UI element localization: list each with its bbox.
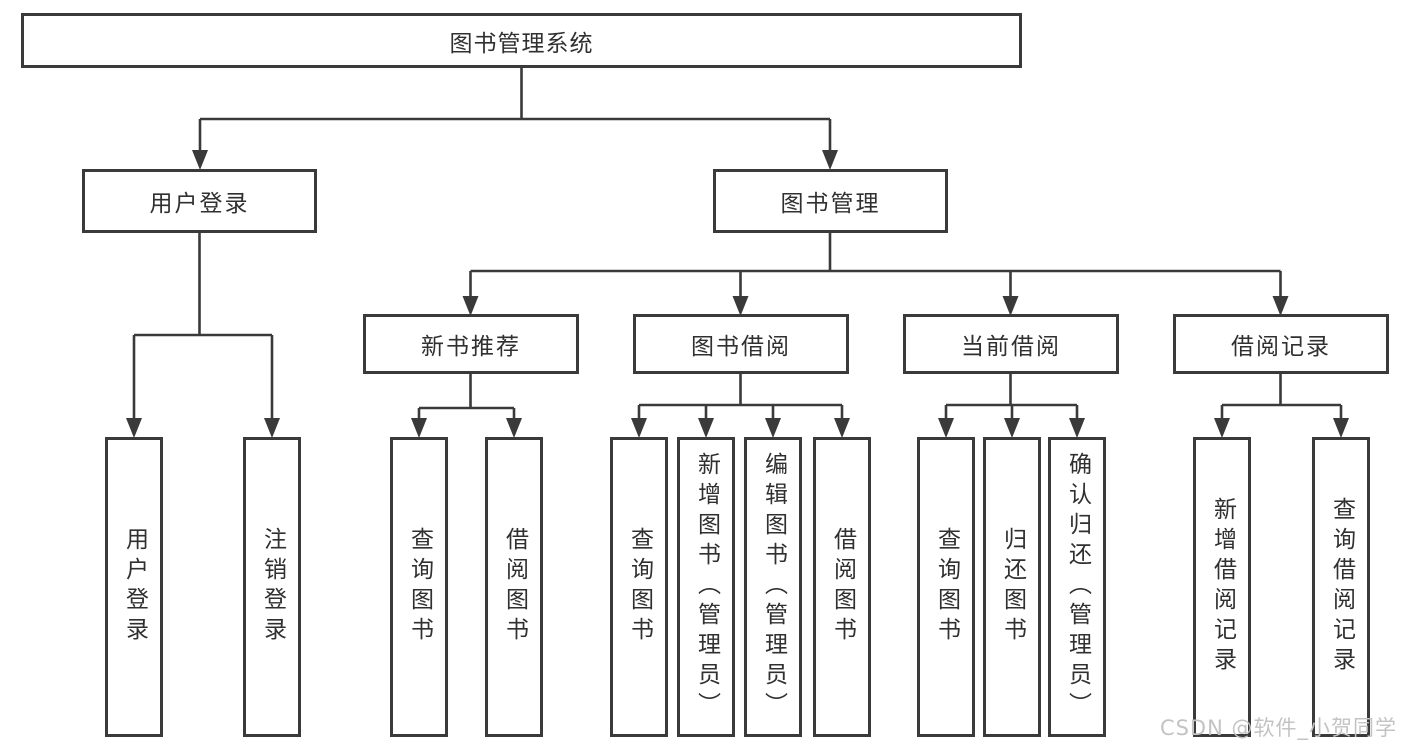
node-book-borrowing-label: 图书借阅 xyxy=(691,334,791,360)
leaf-query-books-borrowing-label: 查询图书 xyxy=(626,527,653,647)
node-book-borrowing: 图书借阅 xyxy=(633,314,849,374)
leaf-add-borrow-record: 新增借阅记录 xyxy=(1193,437,1251,737)
leaf-query-borrow-record-label: 查询借阅记录 xyxy=(1328,497,1355,677)
node-new-book-recommend: 新书推荐 xyxy=(363,314,579,374)
leaf-confirm-return-admin-label: 确认归还（管理员） xyxy=(1064,452,1091,722)
leaf-user-login: 用户登录 xyxy=(105,437,163,737)
leaf-return-books: 归还图书 xyxy=(983,437,1041,737)
leaf-add-borrow-record-label: 新增借阅记录 xyxy=(1209,497,1236,677)
node-book-management: 图书管理 xyxy=(713,169,948,233)
leaf-return-books-label: 归还图书 xyxy=(999,527,1026,647)
node-borrowing-records: 借阅记录 xyxy=(1173,314,1389,374)
leaf-user-login-label: 用户登录 xyxy=(121,527,148,647)
leaf-logout-label: 注销登录 xyxy=(259,527,286,647)
node-current-borrowing-label: 当前借阅 xyxy=(961,334,1061,360)
leaf-query-books-borrowing: 查询图书 xyxy=(610,437,668,737)
leaf-borrow-books-label: 借阅图书 xyxy=(829,527,856,647)
node-root-label: 图书管理系统 xyxy=(449,30,594,57)
leaf-borrow-books-recommend: 借阅图书 xyxy=(485,437,543,737)
leaf-logout: 注销登录 xyxy=(243,437,301,737)
node-new-book-recommend-label: 新书推荐 xyxy=(421,334,521,360)
node-root: 图书管理系统 xyxy=(21,13,1022,68)
node-current-borrowing: 当前借阅 xyxy=(903,314,1119,374)
leaf-query-books-recommend-label: 查询图书 xyxy=(406,527,433,647)
leaf-add-books-admin: 新增图书（管理员） xyxy=(677,437,735,737)
leaf-edit-books-admin: 编辑图书（管理员） xyxy=(744,437,802,737)
node-book-management-label: 图书管理 xyxy=(780,191,881,217)
csdn-watermark: CSDN @软件_小贺同学 xyxy=(1159,716,1397,740)
leaf-query-books-current-label: 查询图书 xyxy=(933,527,960,647)
leaf-borrow-books: 借阅图书 xyxy=(813,437,871,737)
node-user-login-label: 用户登录 xyxy=(149,191,250,217)
leaf-add-books-admin-label: 新增图书（管理员） xyxy=(693,452,720,722)
leaf-query-borrow-record: 查询借阅记录 xyxy=(1312,437,1370,737)
node-borrowing-records-label: 借阅记录 xyxy=(1231,334,1331,360)
leaf-query-books-recommend: 查询图书 xyxy=(390,437,448,737)
leaf-query-books-current: 查询图书 xyxy=(917,437,975,737)
leaf-borrow-books-recommend-label: 借阅图书 xyxy=(501,527,528,647)
leaf-edit-books-admin-label: 编辑图书（管理员） xyxy=(760,452,787,722)
leaf-confirm-return-admin: 确认归还（管理员） xyxy=(1048,437,1106,737)
node-user-login: 用户登录 xyxy=(82,169,317,233)
